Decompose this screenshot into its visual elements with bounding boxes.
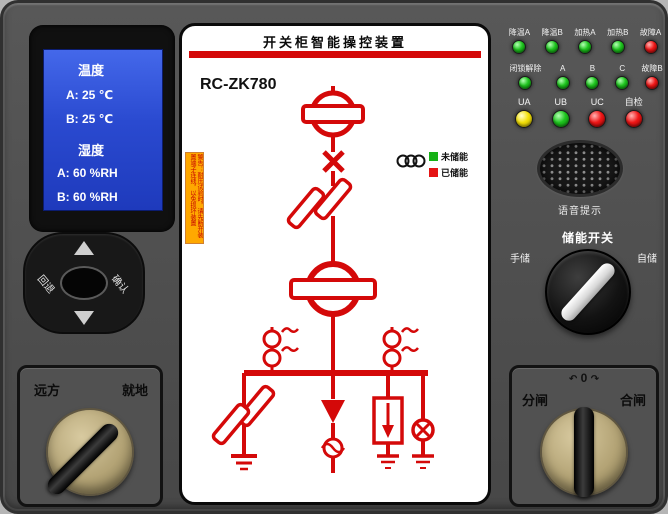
led-phase-b xyxy=(585,76,600,90)
speaker-grille xyxy=(537,140,623,197)
led-phase-c xyxy=(615,76,630,90)
lower-contact-icon xyxy=(289,261,377,317)
label-cooling-b: 降温B xyxy=(541,28,563,37)
auto-charge-label: 自储 xyxy=(637,254,657,265)
label-heating-a: 加热A xyxy=(574,28,596,37)
open-label: 分闸 xyxy=(522,393,549,408)
led-phase-a xyxy=(555,76,570,90)
label-phase-c: C xyxy=(619,64,626,73)
ct-left-icon xyxy=(262,327,299,373)
remote-label: 远方 xyxy=(34,383,61,398)
led-uc xyxy=(588,110,607,128)
label-heating-b: 加热B xyxy=(607,28,629,37)
lcd-humidity-b: B: 60 %RH xyxy=(57,190,118,204)
led-selftest xyxy=(624,110,643,128)
open-close-switch: ↶ 0 ↷ 分闸 合闸 xyxy=(509,365,659,507)
energy-switch-title: 储能开关 xyxy=(561,231,614,245)
single-line-diagram xyxy=(211,86,435,473)
open-close-knob[interactable] xyxy=(540,407,628,497)
led-ub xyxy=(551,110,570,128)
not-charged-label: 未储能 xyxy=(441,152,469,162)
charged-swatch xyxy=(429,168,438,177)
spring-return-marker: ↶ 0 ↷ xyxy=(512,371,656,385)
lcd-humidity-a: A: 60 %RH xyxy=(57,166,118,180)
energy-knob-handle xyxy=(558,260,618,324)
return-arrow-right-icon: ↷ xyxy=(590,374,600,385)
up-arrow-button[interactable] xyxy=(74,241,94,255)
upper-contact-icon xyxy=(301,86,365,138)
model-number: RC-ZK780 xyxy=(200,76,277,93)
title-underline-bar xyxy=(189,51,481,58)
label-ub: UB xyxy=(554,97,567,107)
led-interlock-release xyxy=(518,76,533,90)
led-heating-b xyxy=(610,40,625,54)
feeder-cable-branch xyxy=(320,373,346,473)
earthing-switch-branch xyxy=(211,373,276,471)
label-phase-b: B xyxy=(589,64,596,73)
led-fault-a xyxy=(643,40,658,54)
lcd-screen: 温度 A: 25 ℃ B: 25 ℃ 湿度 A: 60 %RH B: 60 %R… xyxy=(43,49,163,211)
back-button[interactable]: 回退 xyxy=(34,273,57,296)
legend-not-charged: 未储能 xyxy=(429,150,468,163)
mimic-panel: 开关柜智能操控装置 RC-ZK780 警告：耐压试验时，请先断开装置端子连线，以… xyxy=(179,23,491,505)
label-phase-a: A xyxy=(559,64,566,73)
device-title: 开关柜智能操控装置 xyxy=(262,35,407,50)
open-close-knob-handle xyxy=(574,407,594,497)
led-cooling-b xyxy=(545,40,560,54)
label-uc: UC xyxy=(590,97,604,107)
return-arrow-left-icon: ↶ xyxy=(568,374,578,385)
led-heating-a xyxy=(577,40,592,54)
lcd-bezel: 温度 A: 25 ℃ B: 25 ℃ 湿度 A: 60 %RH B: 60 %R… xyxy=(29,25,175,232)
led-fault-b xyxy=(645,76,660,90)
confirm-button[interactable]: 确认 xyxy=(108,273,131,296)
breaker-truck-icon xyxy=(286,177,353,230)
contact-cross-icon xyxy=(322,150,345,173)
energy-switch-knob[interactable] xyxy=(545,249,631,335)
zero-position-label: 0 xyxy=(580,371,588,385)
remote-local-knob[interactable] xyxy=(44,408,134,498)
local-label: 就地 xyxy=(121,383,148,398)
warning-label: 警告：耐压试验时，请先断开装置端子连线，以免损坏装置 xyxy=(185,152,204,244)
label-fault-a: 故障A xyxy=(639,28,662,37)
led-cooling-a xyxy=(512,40,527,54)
remote-local-knob-handle xyxy=(44,420,122,498)
led-ua xyxy=(515,110,534,128)
lcd-temperature-title: 温度 xyxy=(78,63,105,78)
not-charged-swatch xyxy=(429,152,438,161)
label-selftest: 自检 xyxy=(624,97,643,107)
legend-charged: 已储能 xyxy=(429,166,468,179)
indicator-group-1: 降温A 降温B 加热A 加热B 故障A xyxy=(503,28,665,54)
charge-legend: 未储能 已储能 xyxy=(396,150,468,179)
ct-right-icon xyxy=(382,327,419,373)
remote-local-switch: 远方 就地 xyxy=(17,365,163,507)
label-interlock-release: 闭锁解除 xyxy=(509,64,542,73)
nav-pad: 回退 确认 xyxy=(23,232,145,334)
lcd-humidity-title: 湿度 xyxy=(78,143,105,158)
label-cooling-a: 降温A xyxy=(508,28,531,37)
indicator-group-2: 闭锁解除 A B C 故障B xyxy=(503,64,665,90)
label-ua: UA xyxy=(517,97,531,107)
manual-charge-label: 手储 xyxy=(510,254,530,265)
arrester-branch xyxy=(372,373,404,469)
charged-label: 已储能 xyxy=(441,168,469,178)
close-label: 合闸 xyxy=(619,393,646,408)
voice-prompt-label: 语音提示 xyxy=(558,206,602,217)
indicator-lamp-branch xyxy=(411,373,435,469)
lcd-temperature-a: A: 25 ℃ xyxy=(66,88,114,102)
label-fault-b: 故障B xyxy=(641,64,663,73)
center-button[interactable] xyxy=(60,266,108,300)
lcd-temperature-b: B: 25 ℃ xyxy=(66,112,114,126)
spring-coil-icon xyxy=(396,154,426,168)
indicator-group-3: UA UB UC 自检 xyxy=(506,98,652,128)
down-arrow-button[interactable] xyxy=(74,311,94,325)
